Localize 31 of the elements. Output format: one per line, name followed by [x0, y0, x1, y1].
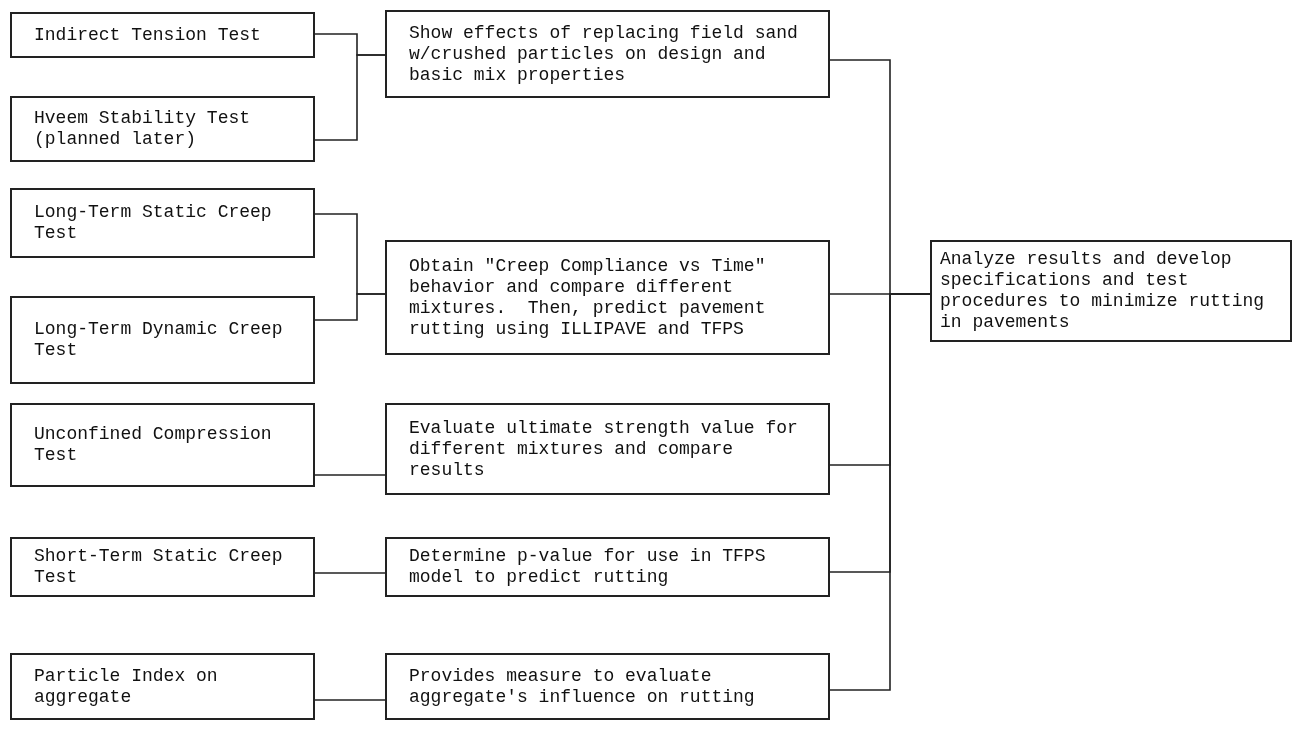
box-text: Hveem Stability Test (planned later)	[34, 108, 252, 150]
box-text: Long-Term Static Creep Test	[34, 202, 273, 244]
connector-line	[314, 474, 386, 476]
connector-line	[314, 293, 386, 321]
connector-line	[314, 572, 386, 574]
box-text: Show effects of replacing field sand w/crushed particles on design and basic mix properties	[409, 22, 799, 86]
process-box	[10, 653, 315, 720]
process-box	[10, 403, 315, 487]
process-box	[385, 403, 830, 495]
connector-line	[314, 699, 386, 701]
box-text: Analyze results and develop specifications and test procedures to minimize rutting in pavements	[940, 249, 1266, 333]
process-box	[385, 537, 830, 597]
process-box	[10, 12, 315, 58]
box-text: Short-Term Static Creep Test	[34, 546, 284, 588]
process-box	[930, 240, 1292, 342]
box-text: Unconfined Compression Test	[34, 424, 273, 466]
box-text: Obtain "Creep Compliance vs Time" behavior and compare different mixtures. Then, predict pavement rutting using ILLIPAVE and TFPS	[409, 255, 767, 340]
process-box	[385, 240, 830, 355]
box-text: Provides measure to evaluate aggregate's influence on rutting	[409, 665, 756, 708]
process-box	[10, 296, 315, 384]
box-text: Evaluate ultimate strength value for different mixtures and compare results	[409, 417, 799, 481]
process-box	[385, 10, 830, 98]
connector-line	[314, 54, 386, 141]
box-text: Determine p-value for use in TFPS model to predict rutting	[409, 546, 767, 588]
box-text: Long-Term Dynamic Creep Test	[34, 319, 284, 361]
process-box	[10, 96, 315, 162]
box-text: Indirect Tension Test	[34, 24, 261, 46]
process-box	[10, 537, 315, 597]
process-box	[385, 653, 830, 720]
box-text: Particle Index on aggregate	[34, 665, 219, 708]
process-box	[10, 188, 315, 258]
